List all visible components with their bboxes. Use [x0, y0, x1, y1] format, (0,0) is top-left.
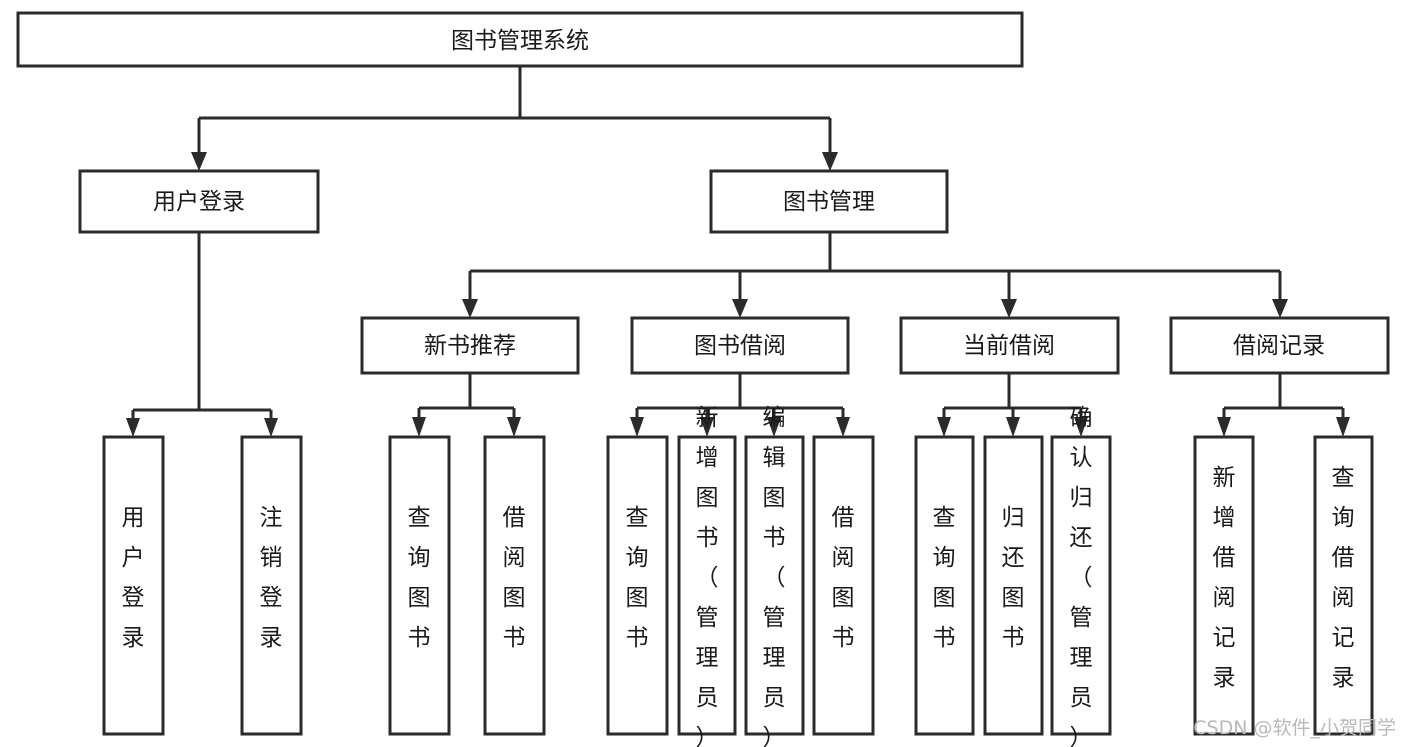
node-leaf-borrow-book-1-box[interactable]: [483, 435, 546, 736]
node-leaf-borrow-book-2[interactable]: 借阅图书: [812, 435, 875, 736]
node-leaf-query-book-3-box[interactable]: [914, 435, 975, 736]
node-current-borrow-box[interactable]: [899, 316, 1120, 375]
node-root[interactable]: 图书管理系统: [16, 11, 1024, 68]
node-leaf-user-logout-box[interactable]: [240, 435, 303, 736]
arrow-head-new-book-recommend: [462, 299, 478, 318]
node-user-login-label: 用户登录: [153, 189, 245, 215]
arrow-head-leaf-query-book-3: [937, 417, 951, 437]
node-leaf-query-book-2[interactable]: 查询图书: [606, 435, 669, 736]
node-leaf-query-book-2-label: 查询图书: [626, 505, 649, 651]
arrow-head-leaf-user-login: [126, 418, 140, 437]
node-new-book-recommend-label: 新书推荐: [424, 333, 516, 359]
node-leaf-borrow-book-1-label: 借阅图书: [503, 505, 526, 651]
node-root-label: 图书管理系统: [451, 28, 589, 54]
node-leaf-return-book[interactable]: 归还图书: [983, 435, 1044, 736]
arrow-head-leaf-add-borrow-record: [1217, 417, 1231, 437]
node-leaf-return-book-label: 归还图书: [1002, 505, 1025, 651]
node-book-manage[interactable]: 图书管理: [709, 169, 949, 234]
arrow-head-current-borrow: [1001, 299, 1017, 318]
watermark-label: CSDN @软件_小贺同学: [1193, 717, 1396, 739]
node-user-login-box[interactable]: [78, 169, 320, 234]
arrow-head-book-manage: [822, 152, 838, 171]
node-root-box[interactable]: [16, 11, 1024, 68]
arrow-head-leaf-user-logout: [264, 418, 278, 437]
arrow-head-leaf-borrow-book-1: [507, 417, 521, 437]
arrow-head-leaf-confirm-return: [1074, 417, 1088, 437]
node-leaf-user-logout-label: 注销登录: [260, 505, 283, 651]
arrow-head-leaf-query-book-1: [412, 417, 426, 437]
node-leaf-query-book-1[interactable]: 查询图书: [388, 435, 451, 736]
connector-layer: [126, 66, 1350, 437]
arrow-head-leaf-add-book: [700, 417, 714, 437]
node-current-borrow-label: 当前借阅: [963, 333, 1055, 359]
node-leaf-query-borrow-record-label: 查询借阅记录: [1332, 465, 1355, 691]
node-leaf-add-borrow-record-box[interactable]: [1193, 435, 1255, 736]
node-leaf-query-borrow-record-box[interactable]: [1313, 435, 1374, 736]
node-user-login[interactable]: 用户登录: [78, 169, 320, 234]
node-leaf-confirm-return[interactable]: 确认归还（管理员）: [1050, 405, 1112, 747]
node-borrow-record-box[interactable]: [1169, 316, 1390, 375]
node-book-manage-label: 图书管理: [783, 189, 875, 215]
node-book-borrow[interactable]: 图书借阅: [630, 316, 850, 375]
node-leaf-query-borrow-record[interactable]: 查询借阅记录: [1313, 435, 1374, 736]
arrow-head-book-borrow: [732, 299, 748, 318]
arrow-head-leaf-query-book-2: [630, 417, 644, 437]
node-new-book-recommend[interactable]: 新书推荐: [360, 316, 580, 375]
node-book-borrow-box[interactable]: [630, 316, 850, 375]
node-book-manage-box[interactable]: [709, 169, 949, 234]
node-leaf-query-book-1-label: 查询图书: [408, 505, 431, 651]
arrow-head-borrow-record: [1272, 299, 1288, 318]
node-leaf-add-book[interactable]: 新增图书（管理员）: [677, 405, 737, 747]
node-leaf-add-borrow-record[interactable]: 新增借阅记录: [1193, 435, 1255, 736]
node-leaf-query-book-2-box[interactable]: [606, 435, 669, 736]
node-leaf-user-login-label: 用户登录: [122, 505, 145, 651]
arrow-head-leaf-edit-book: [767, 417, 781, 437]
node-leaf-edit-book[interactable]: 编辑图书（管理员）: [744, 405, 805, 747]
node-leaf-return-book-box[interactable]: [983, 435, 1044, 736]
node-leaf-add-book-box[interactable]: [677, 435, 737, 736]
node-leaf-query-book-3-label: 查询图书: [933, 505, 956, 651]
arrow-head-user-login: [191, 152, 207, 171]
arrow-head-leaf-borrow-book-2: [836, 417, 850, 437]
node-leaf-user-login[interactable]: 用户登录: [102, 435, 165, 736]
arrow-head-leaf-query-borrow-record: [1336, 417, 1350, 437]
node-new-book-recommend-box[interactable]: [360, 316, 580, 375]
node-current-borrow[interactable]: 当前借阅: [899, 316, 1120, 375]
node-leaf-borrow-book-2-label: 借阅图书: [832, 505, 855, 651]
node-borrow-record[interactable]: 借阅记录: [1169, 316, 1390, 375]
node-leaf-confirm-return-label: 确认归还（管理员）: [1070, 405, 1093, 747]
node-leaf-user-login-box[interactable]: [102, 435, 165, 736]
node-leaf-query-book-1-box[interactable]: [388, 435, 451, 736]
node-leaf-edit-book-label: 编辑图书（管理员）: [763, 405, 786, 747]
node-leaf-edit-book-box[interactable]: [744, 435, 805, 736]
node-leaf-add-book-label: 新增图书（管理员）: [696, 405, 719, 747]
node-leaf-confirm-return-box[interactable]: [1050, 435, 1112, 736]
node-leaf-borrow-book-2-box[interactable]: [812, 435, 875, 736]
node-leaf-add-borrow-record-label: 新增借阅记录: [1213, 465, 1236, 691]
node-book-borrow-label: 图书借阅: [694, 333, 786, 359]
arrow-head-leaf-return-book: [1006, 417, 1020, 437]
node-leaf-borrow-book-1[interactable]: 借阅图书: [483, 435, 546, 736]
node-leaf-user-logout[interactable]: 注销登录: [240, 435, 303, 736]
node-leaf-query-book-3[interactable]: 查询图书: [914, 435, 975, 736]
node-borrow-record-label: 借阅记录: [1233, 333, 1325, 359]
